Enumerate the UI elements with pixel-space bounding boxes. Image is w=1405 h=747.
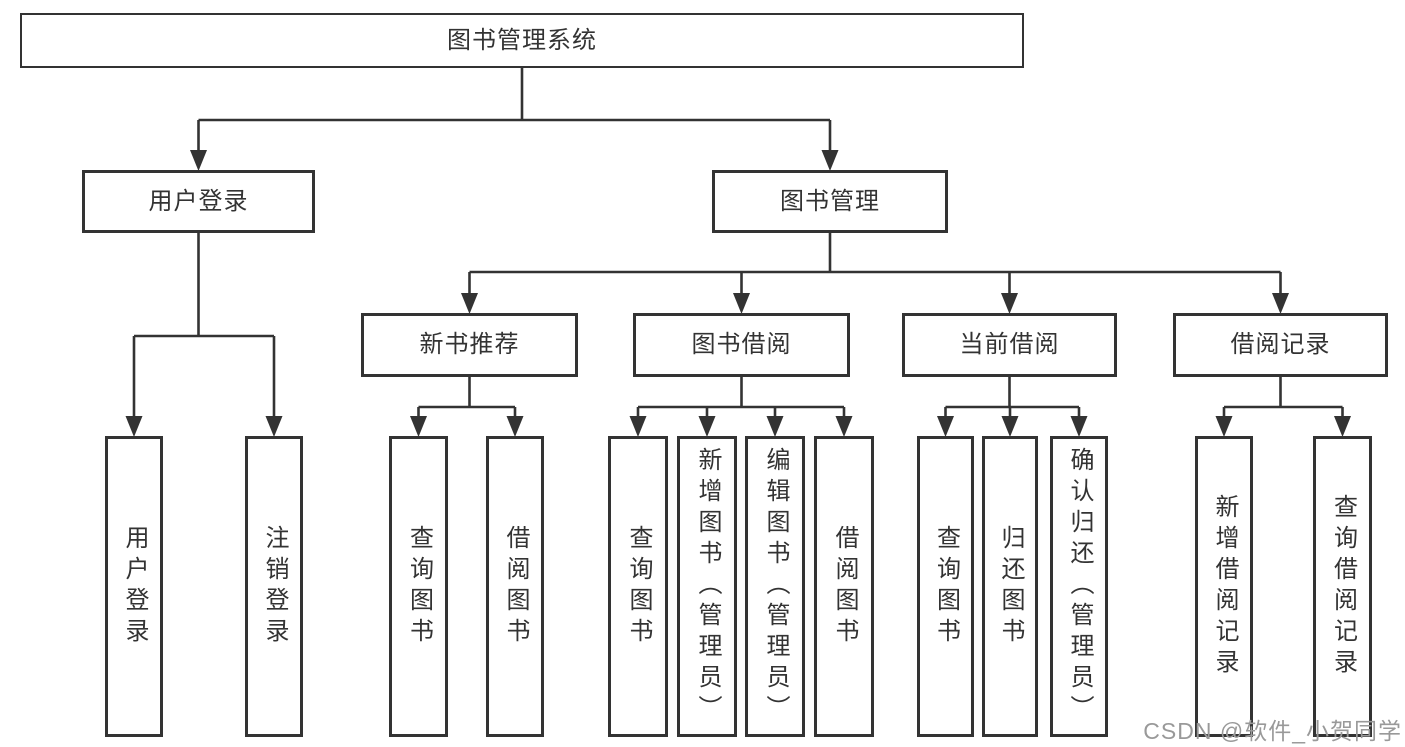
node-system: 图书管理系统: [20, 13, 1024, 68]
arrowhead: [1272, 293, 1289, 314]
node-label-leaf-borrow-book-1: 借阅图书: [502, 524, 529, 649]
node-book-mgmt: 图书管理: [712, 170, 948, 233]
node-label-leaf-edit-book: 编辑图书（管理员）: [762, 447, 789, 726]
arrowhead: [1001, 416, 1019, 437]
node-leaf-add-book: 新增图书（管理员）: [677, 436, 737, 737]
node-leaf-confirm-return: 确认归还（管理员）: [1050, 436, 1108, 737]
node-leaf-logout: 注销登录: [245, 436, 303, 737]
arrowhead: [629, 416, 647, 437]
node-current-borrow: 当前借阅: [902, 313, 1117, 377]
arrowhead: [461, 293, 478, 314]
node-label-leaf-query-borrow-rec: 查询借阅记录: [1329, 493, 1357, 680]
node-leaf-query-book-2: 查询图书: [608, 436, 668, 737]
arrowhead: [698, 416, 716, 437]
node-label-leaf-confirm-return: 确认归还（管理员）: [1066, 447, 1093, 726]
node-leaf-return-book: 归还图书: [982, 436, 1038, 737]
node-book-borrow: 图书借阅: [633, 313, 850, 377]
node-leaf-add-borrow-rec: 新增借阅记录: [1195, 436, 1253, 737]
node-leaf-edit-book: 编辑图书（管理员）: [745, 436, 805, 737]
node-leaf-query-book-1: 查询图书: [389, 436, 448, 737]
node-label-new-book-rec: 新书推荐: [419, 331, 520, 358]
node-label-leaf-add-book: 新增图书（管理员）: [694, 447, 721, 726]
node-leaf-user-login: 用户登录: [105, 436, 163, 737]
arrowhead: [1334, 416, 1351, 437]
node-label-leaf-query-book-3: 查询图书: [932, 524, 960, 649]
node-label-system: 图书管理系统: [447, 26, 597, 54]
node-leaf-query-borrow-rec: 查询借阅记录: [1313, 436, 1372, 737]
node-label-book-mgmt: 图书管理: [780, 187, 880, 215]
node-user-login: 用户登录: [82, 170, 315, 233]
arrowhead: [1215, 416, 1233, 437]
node-label-leaf-query-book-2: 查询图书: [625, 524, 652, 649]
arrowhead: [125, 416, 143, 437]
arrowhead: [937, 416, 954, 437]
arrowhead: [766, 416, 784, 437]
node-leaf-borrow-book-2: 借阅图书: [814, 436, 874, 737]
node-leaf-borrow-book-1: 借阅图书: [486, 436, 544, 737]
node-label-leaf-add-borrow-rec: 新增借阅记录: [1211, 493, 1238, 680]
node-label-book-borrow: 图书借阅: [691, 331, 792, 358]
arrowhead: [821, 150, 839, 171]
arrowhead: [835, 416, 853, 437]
node-borrow-records: 借阅记录: [1173, 313, 1388, 377]
arrowhead: [506, 416, 524, 437]
arrowhead: [410, 416, 427, 437]
node-label-leaf-user-login: 用户登录: [121, 524, 148, 649]
node-label-borrow-records: 借阅记录: [1230, 331, 1331, 358]
node-new-book-rec: 新书推荐: [361, 313, 578, 377]
watermark: CSDN @软件_小贺同学: [1143, 718, 1402, 744]
arrowhead: [1001, 293, 1018, 314]
node-label-current-borrow: 当前借阅: [959, 331, 1060, 358]
node-leaf-query-book-3: 查询图书: [917, 436, 974, 737]
arrowhead: [190, 150, 207, 171]
node-label-user-login: 用户登录: [148, 187, 249, 215]
node-label-leaf-return-book: 归还图书: [997, 524, 1024, 649]
arrowhead: [265, 416, 283, 437]
node-label-leaf-query-book-1: 查询图书: [405, 524, 433, 649]
node-label-leaf-borrow-book-2: 借阅图书: [831, 524, 858, 649]
arrowhead: [1070, 416, 1088, 437]
node-label-leaf-logout: 注销登录: [261, 524, 288, 649]
arrowhead: [733, 293, 750, 314]
